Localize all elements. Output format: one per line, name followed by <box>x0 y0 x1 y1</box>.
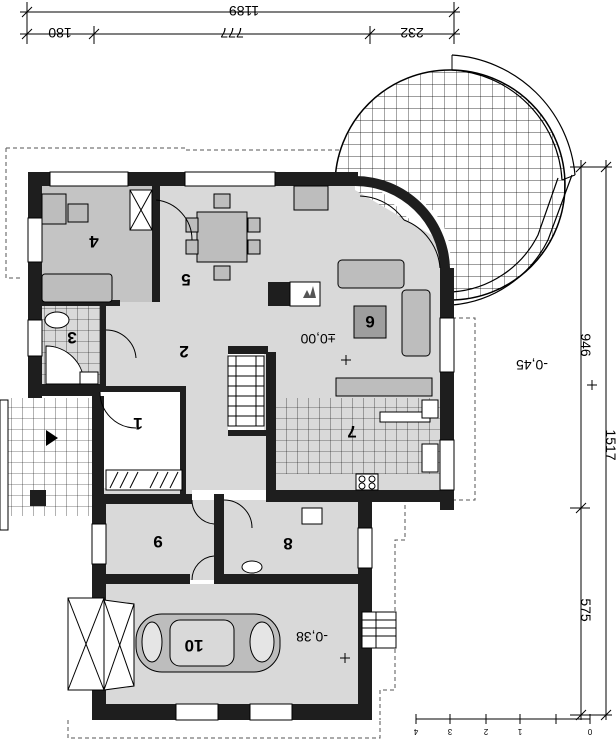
sideboard <box>293 185 329 211</box>
fireplace <box>268 281 321 307</box>
entrance-steps <box>0 399 58 531</box>
dim-top-part-1: 180 <box>48 25 72 41</box>
side-steps <box>361 611 397 649</box>
room-label-8: 8 <box>283 534 292 553</box>
dim-top-total: 1189 <box>229 3 259 19</box>
kitchen-fixtures <box>355 399 439 491</box>
scale-tick-0: 0 <box>587 727 592 736</box>
staircase <box>227 355 265 427</box>
scale-tick-1: 1 <box>517 727 522 736</box>
right-dimensions <box>570 160 612 721</box>
room-label-1: 1 <box>133 414 142 433</box>
room-label-2: 2 <box>179 342 188 361</box>
scale-tick-2: 2 <box>483 727 488 736</box>
scale-bar <box>415 714 591 724</box>
dining-set <box>185 193 261 281</box>
coffee-table <box>353 305 387 339</box>
level-markers <box>340 355 597 663</box>
windows <box>27 171 455 721</box>
sofas <box>41 259 431 357</box>
kitchen-counter <box>335 377 433 397</box>
level-garage: -0,38 <box>296 629 328 645</box>
room-label-6: 6 <box>365 312 374 331</box>
room-label-9: 9 <box>153 532 162 551</box>
dim-top-part-3: 232 <box>400 25 424 41</box>
dim-right-total: 1517 <box>603 429 616 460</box>
level-main: ±0,00 <box>300 331 335 347</box>
room-label-10: 10 <box>185 636 204 655</box>
room-label-3: 3 <box>67 328 76 347</box>
wardrobe <box>105 469 183 491</box>
top-dimensions <box>20 2 460 44</box>
scale-tick-4: 4 <box>413 727 418 736</box>
room-label-7: 7 <box>347 422 356 441</box>
room-label-5: 5 <box>181 270 190 289</box>
bathroom-fixtures <box>44 311 99 385</box>
scale-tick-3: 3 <box>447 727 452 736</box>
utility-sink <box>301 507 323 525</box>
dim-right-part-2: 575 <box>578 598 594 622</box>
door-swings <box>99 195 441 581</box>
room-label-4: 4 <box>89 232 99 251</box>
toilet <box>241 560 263 574</box>
dim-right-part-1: 946 <box>578 333 594 357</box>
car <box>67 597 281 691</box>
dim-top-part-2: 777 <box>220 25 244 41</box>
room4-furniture <box>41 189 153 231</box>
level-terrace: -0,45 <box>516 357 548 373</box>
